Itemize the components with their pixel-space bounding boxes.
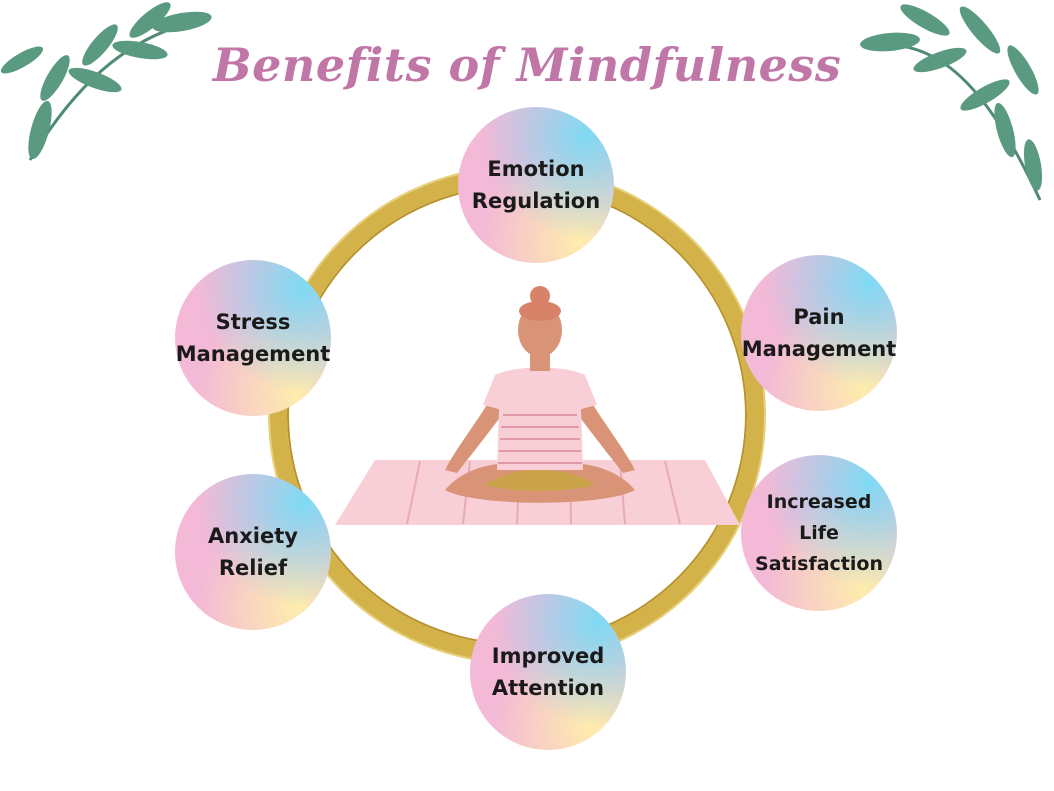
leaf-branch-icon	[855, 0, 1054, 210]
benefit-label: Pain Management	[742, 301, 897, 365]
benefit-label: Improved Attention	[492, 640, 604, 704]
benefit-emotion-regulation: Emotion Regulation	[458, 107, 614, 263]
benefit-stress-management: Stress Management	[175, 260, 331, 416]
benefit-increased-life-satisfaction: Increased Life Satisfaction	[741, 455, 897, 611]
benefit-label: Anxiety Relief	[208, 520, 298, 584]
benefit-improved-attention: Improved Attention	[470, 594, 626, 750]
meditating-woman-icon	[335, 285, 745, 535]
benefit-pain-management: Pain Management	[741, 255, 897, 411]
page-title: Benefits of Mindfulness	[0, 38, 1054, 92]
benefit-label: Stress Management	[176, 306, 331, 370]
benefit-label: Emotion Regulation	[472, 153, 600, 217]
benefit-anxiety-relief: Anxiety Relief	[175, 474, 331, 630]
benefit-label: Increased Life Satisfaction	[755, 487, 883, 580]
